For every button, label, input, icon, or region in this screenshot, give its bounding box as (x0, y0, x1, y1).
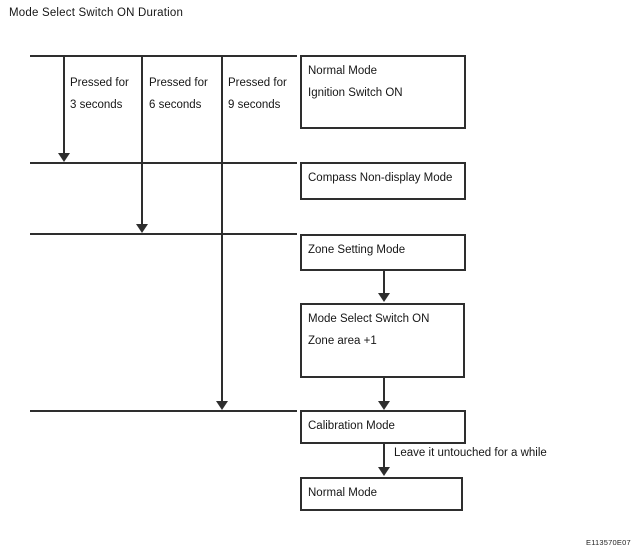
arrow-shaft (221, 56, 223, 403)
arrow-pressed-3s (58, 56, 70, 162)
box-line: Ignition Switch ON (308, 87, 403, 99)
flow-box-normal-mode-start: Normal Mode Ignition Switch ON (300, 55, 466, 129)
timeline-rail-top (30, 55, 297, 57)
flow-box-zone-setting: Zone Setting Mode (300, 234, 466, 271)
flow-box-compass-non-display: Compass Non-display Mode (300, 162, 466, 200)
box-line: Zone Setting Mode (308, 244, 406, 256)
arrow-increment-to-calibration (378, 378, 390, 410)
press-label-line1: Pressed for (149, 77, 208, 89)
box-line: Calibration Mode (308, 420, 395, 432)
box-line: Zone area +1 (308, 335, 377, 347)
arrow-shaft (63, 56, 65, 155)
arrow-zone-setting-to-increment (378, 271, 390, 302)
figure-code: E113570E07 (586, 538, 631, 547)
box-line: Normal Mode (308, 487, 378, 499)
press-label-9s: Pressed for 9 seconds (228, 72, 287, 116)
press-label-line1: Pressed for (228, 77, 287, 89)
box-line: Compass Non-display Mode (308, 172, 453, 184)
box-line: Mode Select Switch ON (308, 313, 430, 325)
flow-box-normal-mode-end: Normal Mode (300, 477, 463, 511)
timeline-rail-6s (30, 233, 297, 235)
down-arrow-icon (378, 467, 390, 476)
press-label-line2: 6 seconds (149, 99, 202, 111)
down-arrow-icon (378, 293, 390, 302)
arrow-calibration-to-normal (378, 444, 390, 476)
down-arrow-icon (216, 401, 228, 410)
diagram-title: Mode Select Switch ON Duration (9, 7, 184, 19)
down-arrow-icon (378, 401, 390, 410)
flow-box-calibration: Calibration Mode (300, 410, 466, 444)
arrow-shaft (383, 378, 385, 403)
press-label-6s: Pressed for 6 seconds (149, 72, 208, 116)
press-label-line2: 3 seconds (70, 99, 123, 111)
arrow-pressed-9s (216, 56, 228, 410)
arrow-shaft (383, 271, 385, 295)
press-label-line1: Pressed for (70, 77, 129, 89)
timeline-rail-3s (30, 162, 297, 164)
arrow-shaft (383, 444, 385, 469)
down-arrow-icon (136, 224, 148, 233)
arrow-pressed-6s (136, 56, 148, 233)
flow-box-zone-area-increment: Mode Select Switch ON Zone area +1 (300, 303, 465, 378)
down-arrow-icon (58, 153, 70, 162)
timeline-rail-9s (30, 410, 297, 412)
press-label-line2: 9 seconds (228, 99, 281, 111)
box-line: Normal Mode (308, 65, 378, 77)
arrow-shaft (141, 56, 143, 226)
arrow-note: Leave it untouched for a while (394, 447, 547, 459)
press-label-3s: Pressed for 3 seconds (70, 72, 129, 116)
